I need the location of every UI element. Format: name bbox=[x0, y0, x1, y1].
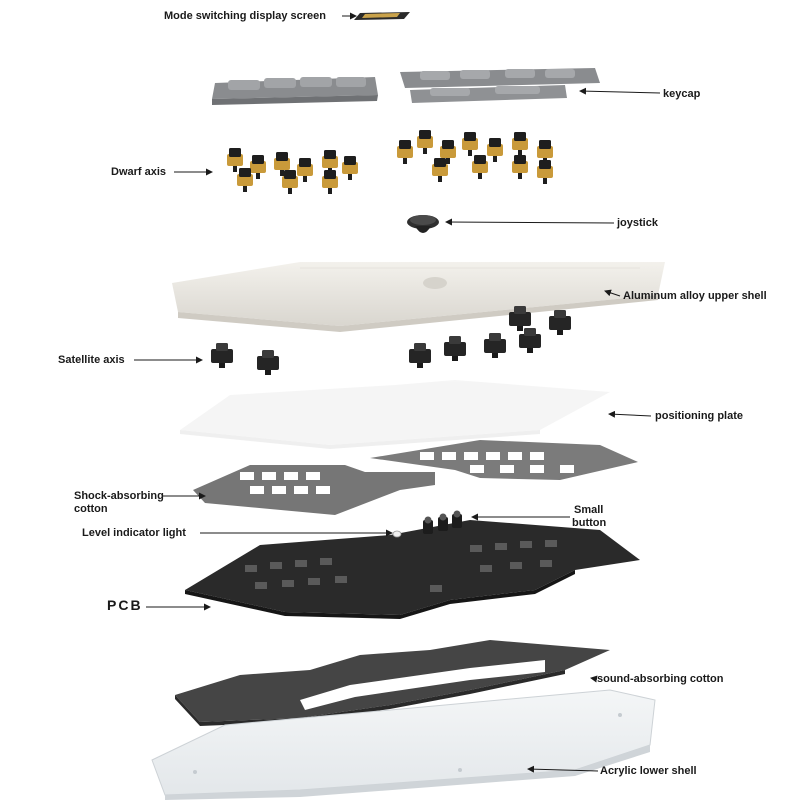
dwarf-switch bbox=[512, 132, 528, 156]
dwarf-switch bbox=[342, 156, 358, 180]
dwarf-switch bbox=[322, 170, 338, 194]
dwarf-switch bbox=[297, 158, 313, 182]
dwarf-switch bbox=[537, 160, 553, 184]
dwarf-switch bbox=[237, 168, 253, 192]
label-sound-cotton: sound-absorbing cotton bbox=[597, 673, 724, 685]
label-level-light: Level indicator light bbox=[82, 527, 186, 539]
dwarf-switch bbox=[472, 155, 488, 179]
dwarf-switch bbox=[432, 158, 448, 182]
satellite-switch bbox=[484, 333, 506, 358]
upper-shell-part bbox=[172, 262, 665, 332]
label-shock-cotton: Shock-absorbing cotton bbox=[74, 490, 164, 516]
label-small-button: Small button bbox=[572, 504, 606, 530]
display-screen-part bbox=[354, 12, 410, 20]
satellite-switch bbox=[211, 343, 233, 368]
label-satellite-axis: Satellite axis bbox=[58, 354, 125, 366]
label-shock-cotton-line1: Shock-absorbing bbox=[74, 490, 164, 502]
joystick-part bbox=[407, 215, 439, 233]
dwarf-switch bbox=[487, 138, 503, 162]
label-shock-cotton-line2: cotton bbox=[74, 503, 108, 515]
shock-cotton-part bbox=[193, 440, 638, 515]
label-small-button-line1: Small bbox=[574, 504, 604, 516]
dwarf-switch bbox=[512, 155, 528, 179]
label-upper-shell: Aluminum alloy upper shell bbox=[623, 290, 767, 302]
satellite-switch bbox=[409, 343, 431, 368]
label-dwarf-axis: Dwarf axis bbox=[111, 166, 167, 178]
dwarf-axis-switches bbox=[227, 130, 553, 194]
dwarf-switch bbox=[462, 132, 478, 156]
leader-lines bbox=[134, 12, 661, 773]
dwarf-switch bbox=[227, 148, 243, 172]
dwarf-switch bbox=[397, 140, 413, 164]
dwarf-switch bbox=[250, 155, 266, 179]
label-display-screen: Mode switching display screen bbox=[164, 10, 326, 22]
dwarf-switch bbox=[322, 150, 338, 174]
satellite-switch bbox=[509, 306, 531, 331]
satellite-switch bbox=[549, 310, 571, 335]
dwarf-switch bbox=[274, 152, 290, 176]
label-pcb: PCB bbox=[107, 597, 143, 613]
label-joystick: joystick bbox=[617, 217, 658, 229]
label-small-button-line2: button bbox=[572, 517, 607, 529]
label-lower-shell: Acrylic lower shell bbox=[600, 765, 697, 777]
satellite-axis-switches bbox=[211, 306, 571, 375]
satellite-switch bbox=[519, 328, 541, 353]
positioning-plate-part bbox=[180, 380, 610, 449]
dwarf-switch bbox=[440, 140, 456, 164]
satellite-switch bbox=[444, 336, 466, 361]
keycaps-part bbox=[212, 68, 600, 105]
label-positioning-plate: positioning plate bbox=[655, 410, 743, 422]
satellite-switch bbox=[257, 350, 279, 375]
pcb-part bbox=[185, 510, 640, 619]
label-keycap: keycap bbox=[663, 88, 701, 100]
dwarf-switch bbox=[417, 130, 433, 154]
dwarf-switch bbox=[537, 140, 553, 164]
dwarf-switch bbox=[282, 170, 298, 194]
sound-cotton-part bbox=[175, 640, 610, 726]
